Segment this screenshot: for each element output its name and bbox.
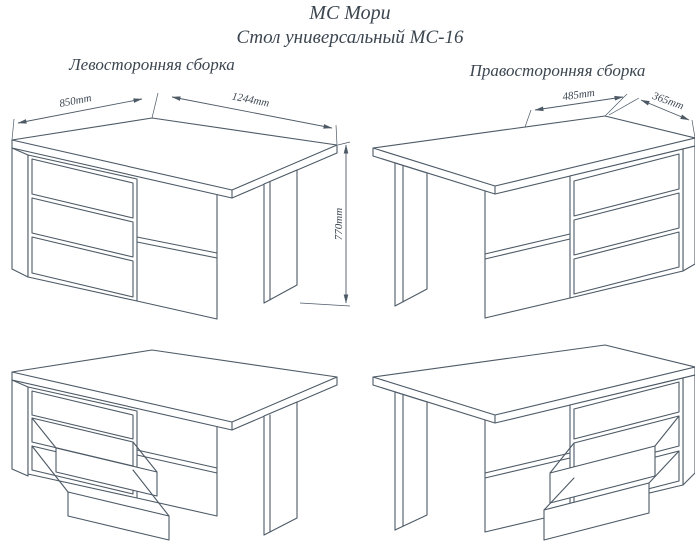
dimension-1244-label: 1244mm <box>231 91 271 110</box>
dimension-485: 485mm <box>524 87 628 128</box>
dimension-365-label: 365mm <box>650 90 686 113</box>
shelf-compartment <box>136 426 218 517</box>
dimension-770-label: 770mm <box>333 208 345 240</box>
shelf-compartment <box>136 194 218 320</box>
right-assembly-label: Правосторонняя сборка <box>469 61 646 80</box>
drawer-front-1 <box>573 381 680 440</box>
drawer-front-1 <box>573 153 680 217</box>
page-subtitle: Стол универсальный МС-16 <box>236 27 464 48</box>
drawer-unit <box>569 145 695 299</box>
drawer-front-3 <box>573 231 680 295</box>
open-drawer-3 <box>543 450 680 541</box>
drawer-opening-2 <box>573 415 680 474</box>
drawer-front-2 <box>31 197 134 258</box>
side-panel <box>263 169 298 304</box>
drawer-unit <box>11 147 138 302</box>
left-assembly-label: Левосторонняя сборка <box>69 55 235 74</box>
open-drawer-3 <box>31 445 170 541</box>
side-panel <box>394 391 428 531</box>
page-title: МС Мори <box>309 2 391 24</box>
desktop <box>11 349 338 431</box>
shelf-compartment <box>484 190 571 319</box>
drawer-front-3 <box>31 236 134 298</box>
drawer-front-1 <box>31 390 134 440</box>
left-assembly-dimensioned-drawing: 850mm 1244mm 770mm <box>11 91 351 320</box>
side-panel <box>394 162 428 307</box>
dimension-485-label: 485mm <box>562 87 596 103</box>
dimension-770: 770mm <box>299 141 351 307</box>
side-panel <box>263 401 298 536</box>
right-assembly-dimensioned-drawing: 485mm 365mm <box>372 87 695 319</box>
dimension-850-label: 850mm <box>58 92 92 110</box>
drawer-front-2 <box>573 192 680 256</box>
right-assembly-open-drawing <box>372 344 695 541</box>
drawer-front-1 <box>31 158 134 219</box>
left-assembly-open-drawing <box>11 349 338 541</box>
